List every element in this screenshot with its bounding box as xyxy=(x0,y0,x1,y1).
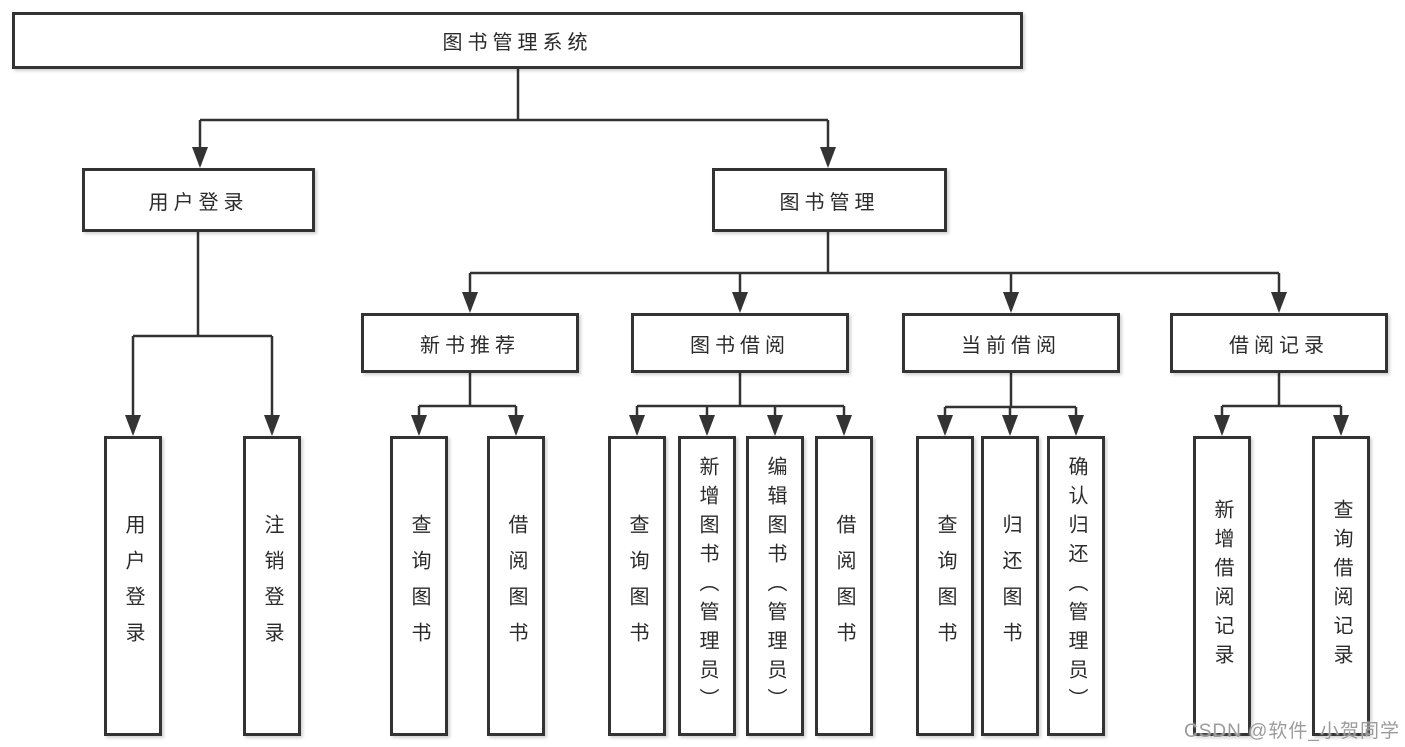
node-borrowing-records-label: 借阅记录 xyxy=(1229,334,1329,357)
leaf-add-book-admin-label: 新增图书（管理员） xyxy=(696,455,718,717)
leaf-query-books-borrowing-label: 查询图书 xyxy=(626,514,648,658)
leaf-borrow-books-borrowing: 借阅图书 xyxy=(815,436,873,736)
node-book-borrowing: 图书借阅 xyxy=(631,313,849,373)
leaf-borrow-books-recommend-label: 借阅图书 xyxy=(505,514,527,658)
node-root: 图书管理系统 xyxy=(12,12,1023,69)
leaf-return-book-label: 归还图书 xyxy=(999,514,1021,658)
leaf-query-books-recommend: 查询图书 xyxy=(390,436,448,736)
node-borrowing-records: 借阅记录 xyxy=(1170,313,1388,373)
node-new-book-recommend-label: 新书推荐 xyxy=(420,334,520,357)
leaf-borrow-books-borrowing-label: 借阅图书 xyxy=(833,514,855,658)
node-book-management: 图书管理 xyxy=(712,168,947,232)
arrowhead-icons xyxy=(125,147,1349,436)
leaf-add-borrow-record: 新增借阅记录 xyxy=(1193,436,1251,736)
leaf-confirm-return-admin-label: 确认归还（管理员） xyxy=(1065,455,1087,717)
csdn-watermark: CSDN @软件_小贺同学 xyxy=(1184,721,1400,742)
node-book-borrowing-label: 图书借阅 xyxy=(690,334,790,357)
leaf-user-login-label: 用户登录 xyxy=(122,514,144,658)
leaf-query-borrow-record-label: 查询借阅记录 xyxy=(1330,499,1352,673)
leaf-borrow-books-recommend: 借阅图书 xyxy=(487,436,545,736)
node-new-book-recommend: 新书推荐 xyxy=(361,313,579,373)
node-book-management-label: 图书管理 xyxy=(779,191,880,214)
leaf-query-books-current-label: 查询图书 xyxy=(934,514,956,658)
leaf-query-books-recommend-label: 查询图书 xyxy=(408,514,430,658)
leaf-return-book: 归还图书 xyxy=(981,436,1039,736)
leaf-edit-book-admin-label: 编辑图书（管理员） xyxy=(764,455,786,717)
leaf-add-borrow-record-label: 新增借阅记录 xyxy=(1211,499,1233,673)
leaf-query-borrow-record: 查询借阅记录 xyxy=(1312,436,1370,736)
leaf-logout: 注销登录 xyxy=(243,436,301,736)
leaf-logout-label: 注销登录 xyxy=(261,514,283,658)
leaf-add-book-admin: 新增图书（管理员） xyxy=(678,436,736,736)
node-current-borrowing-label: 当前借阅 xyxy=(961,334,1061,357)
node-root-label: 图书管理系统 xyxy=(442,32,593,54)
node-user-login-label: 用户登录 xyxy=(148,191,249,214)
node-user-login: 用户登录 xyxy=(82,168,315,232)
leaf-query-books-borrowing: 查询图书 xyxy=(608,436,666,736)
leaf-user-login: 用户登录 xyxy=(104,436,162,736)
leaf-confirm-return-admin: 确认归还（管理员） xyxy=(1047,436,1105,736)
leaf-query-books-current: 查询图书 xyxy=(916,436,974,736)
node-current-borrowing: 当前借阅 xyxy=(902,313,1120,373)
leaf-edit-book-admin: 编辑图书（管理员） xyxy=(746,436,804,736)
